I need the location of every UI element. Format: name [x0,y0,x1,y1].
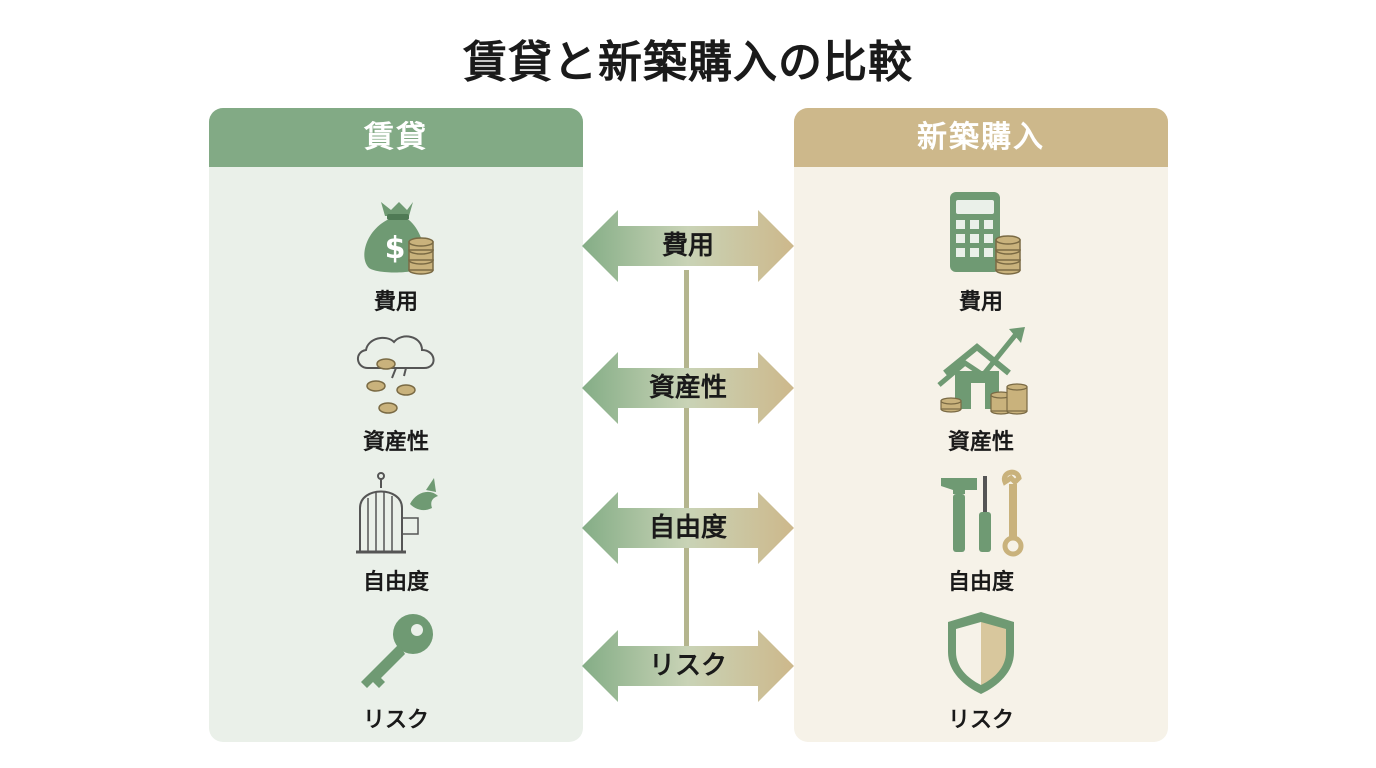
page-title: 賃貸と新築購入の比較 [463,37,913,88]
rent-item-label: 費用 [373,290,418,315]
key-icon [361,614,433,688]
double-arrow-icon [582,352,794,424]
rent-item-label: 自由度 [362,570,429,595]
double-arrow-icon [582,630,794,702]
rent-panel: 賃貸 $ 費用 [209,108,583,742]
cloud-coins-icon [357,335,435,414]
purchase-panel-header: 新築購入 [794,108,1168,167]
money-bag-icon: $ [364,202,434,275]
comparison-label: 資産性 [648,373,727,403]
comparison-arrow-risk: リスク [582,630,794,702]
svg-text:$: $ [385,231,406,266]
center-connector-line [684,270,689,648]
comparison-arrow-freedom: 自由度 [582,492,794,564]
rent-panel-header: 賃貸 [209,108,583,167]
tools-icon [941,469,1024,557]
purchase-item-label: 自由度 [947,570,1014,595]
rent-item-asset: 資産性 [209,328,583,456]
calculator-icon [950,192,1021,275]
shield-icon [948,612,1014,694]
double-arrow-icon [582,210,794,282]
house-growth-icon [937,327,1028,415]
double-arrow-icon [582,492,794,564]
purchase-item-label: 費用 [958,290,1003,315]
rent-item-label: リスク [362,708,429,733]
comparison-arrow-cost: 費用 [582,210,794,282]
comparison-arrow-asset: 資産性 [582,352,794,424]
birdcage-icon [356,472,438,554]
comparison-label: 費用 [661,231,714,261]
comparison-label: 自由度 [648,513,727,543]
rent-item-label: 資産性 [362,430,429,455]
purchase-item-cost: 費用 [794,188,1168,316]
rent-item-risk: リスク [209,608,583,734]
rent-item-freedom: 自由度 [209,468,583,596]
comparison-label: リスク [648,651,727,681]
purchase-item-label: 資産性 [947,430,1014,455]
purchase-item-asset: 資産性 [794,323,1168,456]
rent-item-cost: $ 費用 [209,188,583,316]
purchase-item-risk: リスク [794,608,1168,734]
purchase-item-freedom: 自由度 [794,468,1168,596]
purchase-item-label: リスク [947,708,1014,733]
purchase-panel: 新築購入 費用 [794,108,1168,742]
